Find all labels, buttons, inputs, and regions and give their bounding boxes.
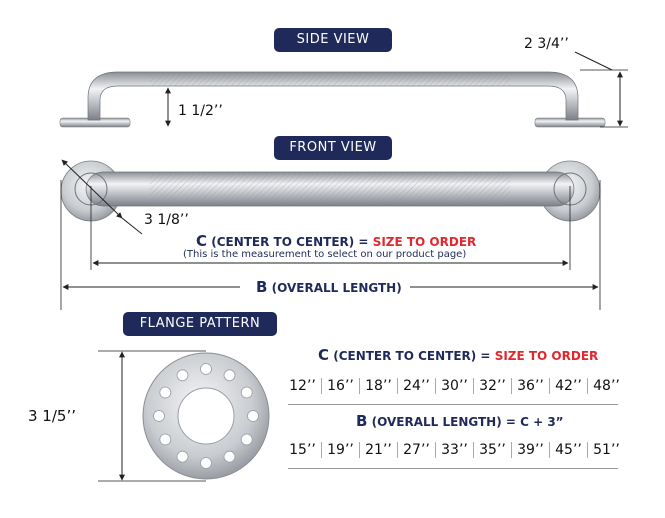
c-letter: C bbox=[196, 232, 208, 250]
flange-pattern-dimension: 3 1/5’’ bbox=[28, 407, 76, 425]
flange-hole bbox=[176, 369, 189, 382]
clearance-dimension: 1 1/2’’ bbox=[178, 103, 223, 119]
side-view-label: SIDE VIEW bbox=[274, 28, 392, 52]
table-b-letter: B bbox=[356, 412, 368, 430]
flange-hole bbox=[153, 410, 165, 422]
b-sizes-divider bbox=[288, 468, 618, 469]
front-view-label: FRONT VIEW bbox=[274, 136, 392, 160]
table-b-heading: B (OVERALL LENGTH) = C + 3” bbox=[356, 412, 564, 430]
c-sizes-row: 12’’16’’18’’24’’30’’32’’36’’42’’ 48’’ bbox=[284, 378, 625, 394]
flange-hole bbox=[223, 369, 236, 382]
flange-hole bbox=[247, 410, 259, 422]
c-sizes-divider bbox=[288, 404, 618, 405]
c-size-cell: 24’’ bbox=[398, 378, 436, 394]
table-b-text: (OVERALL LENGTH) = C + 3” bbox=[371, 415, 564, 429]
b-size-cell: 33’’ bbox=[436, 442, 474, 458]
flange-hole bbox=[240, 433, 253, 446]
depth-dimension: 2 3/4’’ bbox=[524, 36, 569, 52]
center-to-center-note: (This is the measurement to select on ou… bbox=[183, 249, 467, 260]
table-c-text: (CENTER TO CENTER) = bbox=[333, 349, 491, 363]
c-size-cell: 42’’ bbox=[550, 378, 588, 394]
c-size-cell: 30’’ bbox=[436, 378, 474, 394]
flange-hole bbox=[159, 386, 172, 399]
b-sizes-row: 15’’19’’21’’27’’33’’35’’39’’45’’ 51’’ bbox=[284, 442, 625, 458]
c-size-cell: 36’’ bbox=[512, 378, 550, 394]
c-size-cell: 16’’ bbox=[322, 378, 360, 394]
c-highlight: SIZE TO ORDER bbox=[372, 235, 477, 249]
overall-length-label: B (OVERALL LENGTH) bbox=[252, 278, 406, 296]
front-view-bar bbox=[60, 160, 601, 222]
b-letter: B bbox=[256, 278, 268, 296]
flange-hole bbox=[176, 450, 189, 463]
table-c-heading: C (CENTER TO CENTER) = SIZE TO ORDER bbox=[318, 346, 598, 364]
b-size-cell: 19’’ bbox=[322, 442, 360, 458]
flange-diameter-dimension: 3 1/8’’ bbox=[144, 212, 189, 228]
center-to-center-label: C (CENTER TO CENTER) = SIZE TO ORDER bbox=[196, 232, 476, 250]
b-size-cell: 27’’ bbox=[398, 442, 436, 458]
c-text: (CENTER TO CENTER) = bbox=[211, 235, 369, 249]
flange-hole bbox=[200, 363, 212, 375]
flange-pattern-label: FLANGE PATTERN bbox=[123, 312, 277, 336]
b-size-cell: 51’’ bbox=[593, 442, 620, 458]
flange-pattern-graphic bbox=[142, 352, 270, 480]
flange-hole bbox=[159, 433, 172, 446]
c-size-cell: 32’’ bbox=[474, 378, 512, 394]
c-size-cell: 12’’ bbox=[284, 378, 322, 394]
b-size-cell: 45’’ bbox=[550, 442, 588, 458]
b-size-cell: 39’’ bbox=[512, 442, 550, 458]
b-size-cell: 35’’ bbox=[474, 442, 512, 458]
side-view-bar bbox=[59, 71, 606, 128]
b-size-cell: 21’’ bbox=[360, 442, 398, 458]
flange-hole bbox=[223, 450, 236, 463]
b-size-cell: 15’’ bbox=[284, 442, 322, 458]
c-size-cell: 48’’ bbox=[593, 378, 620, 394]
table-c-highlight: SIZE TO ORDER bbox=[494, 349, 599, 363]
table-c-letter: C bbox=[318, 346, 330, 364]
flange-hole bbox=[240, 386, 253, 399]
b-text: (OVERALL LENGTH) bbox=[271, 281, 402, 295]
c-size-cell: 18’’ bbox=[360, 378, 398, 394]
flange-hole bbox=[200, 457, 212, 469]
flange-holes bbox=[153, 363, 259, 469]
